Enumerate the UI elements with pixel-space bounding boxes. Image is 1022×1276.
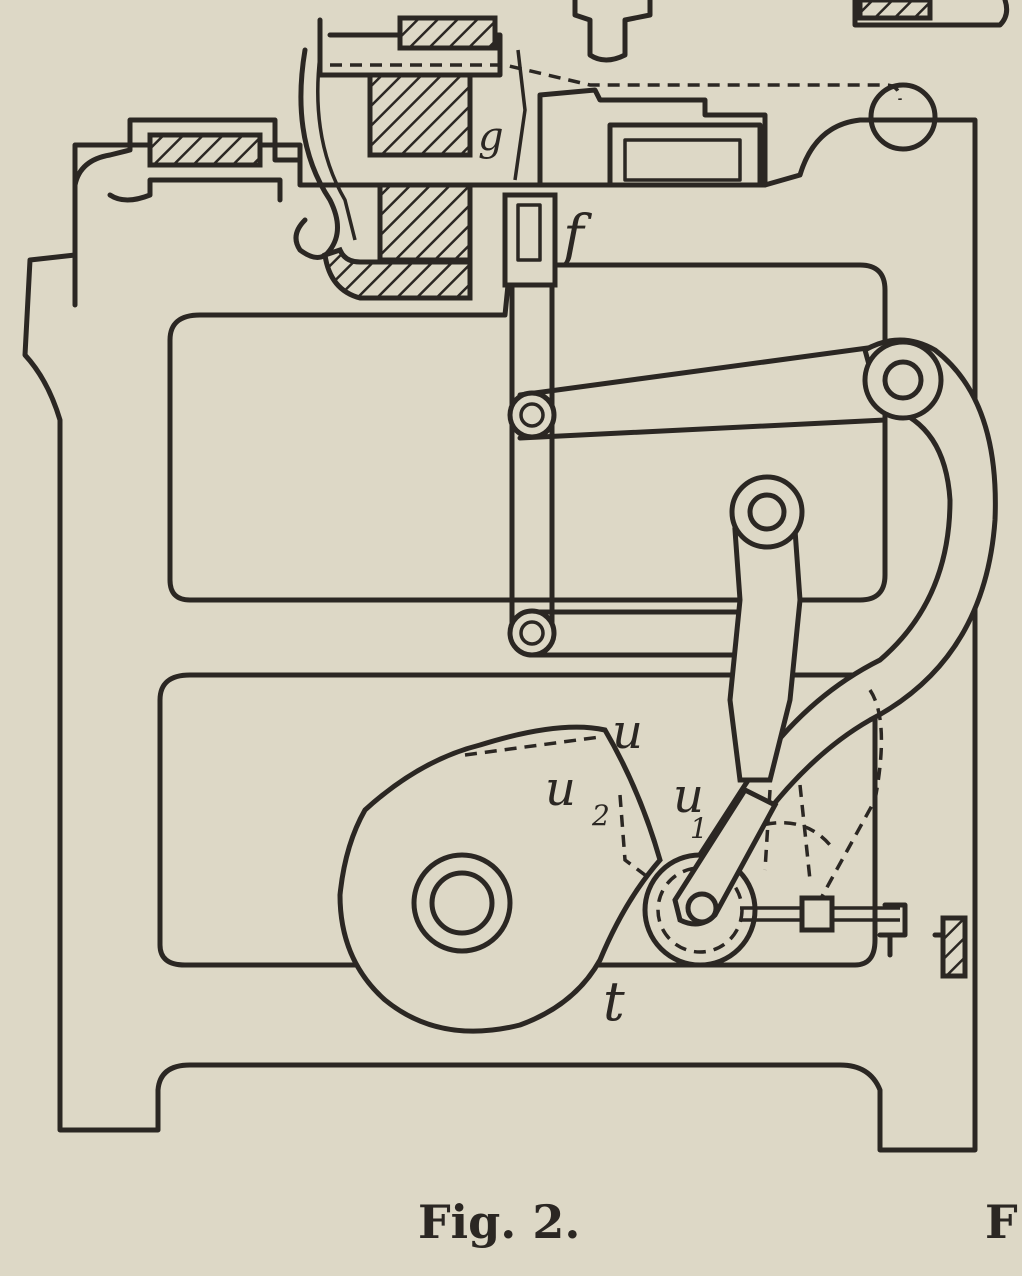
lower-link-arm	[529, 609, 773, 658]
lower-hatched-body	[377, 182, 473, 263]
upright-rod	[727, 527, 803, 783]
slide-block-f	[502, 192, 558, 288]
screw-nut	[799, 895, 835, 933]
dashed-lever-b	[763, 784, 812, 881]
label-u2-subscript: 2	[591, 799, 610, 832]
label-u1-subscript: 1	[690, 812, 708, 845]
screw-hatched-end	[940, 915, 968, 979]
cam-dashed-profile	[464, 735, 647, 877]
label-u2: u	[545, 761, 576, 817]
next-figure-fragment: F	[985, 1195, 1018, 1249]
slide-inner-f	[516, 203, 542, 262]
top-right-hatched	[857, 0, 933, 21]
lever-pivot-hole	[882, 359, 924, 401]
left-guide-rail	[107, 177, 283, 203]
label-u1: u	[673, 768, 704, 824]
upper-link-arm	[517, 342, 893, 441]
upper-hatched-body	[367, 72, 473, 158]
cam-hub-inner	[429, 870, 495, 936]
left-hatched-block	[147, 132, 263, 168]
upright-pivot-hole	[747, 492, 787, 532]
cam-hub-outer	[411, 852, 513, 954]
label-f: f	[559, 204, 593, 269]
top-right-bracket	[852, 0, 1010, 28]
upper-frame-window	[167, 262, 888, 603]
left-bracket	[72, 117, 303, 308]
lever-dashed-position	[818, 689, 884, 901]
top-hatched-slider	[397, 15, 498, 51]
lever-pivot	[862, 339, 944, 421]
hook-lever	[293, 47, 340, 260]
follower-roller-dashed	[656, 866, 744, 954]
label-g: g	[478, 114, 504, 160]
vertical-rod	[509, 282, 555, 628]
right-plate-cutout	[623, 138, 742, 182]
machine-frame	[22, 117, 978, 1153]
cam-disc	[337, 724, 663, 1034]
right-stacked-plates	[537, 87, 768, 188]
bottom-hatched-tray	[322, 246, 473, 301]
figure-caption: Fig. 2.	[418, 1195, 580, 1249]
top-plunger	[572, 0, 653, 63]
right-inner-box	[607, 122, 763, 188]
label-t: t	[603, 970, 625, 1033]
upright-pivot	[729, 474, 805, 550]
roller-axle	[685, 891, 719, 925]
pulley-wheel	[868, 82, 938, 152]
label-u: u	[612, 704, 643, 760]
